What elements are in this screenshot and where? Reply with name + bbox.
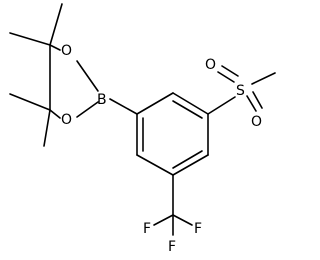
ring-bond-4-inner (172, 150, 203, 169)
atom-fluorine-bottom: F (168, 239, 176, 255)
ring-bond-5 (136, 154, 174, 176)
ring-bond-4 (172, 154, 209, 176)
atom-sulfonyl-oxygen-top: O (205, 57, 216, 73)
molecule-structure: O O B S O O F F F (9, 3, 276, 255)
oxygen-bottom-carbon-bond (49, 109, 61, 119)
boron-oxygen-top-bond (76, 60, 99, 92)
atom-sulfur: S (236, 83, 245, 99)
atom-oxygen-top: O (61, 43, 72, 59)
atom-boron: B (97, 92, 107, 108)
atom-labels: O O B S O O F F F (61, 43, 262, 255)
methyl-bond-4 (43, 109, 51, 147)
atom-sulfonyl-oxygen-bottom: O (251, 114, 262, 130)
ring-bond-2-inner (172, 100, 203, 119)
cf3-fluorine-left-bond (153, 214, 174, 226)
sulfur-oxygen-top-bond (217, 71, 235, 83)
sulfur-oxygen-bottom-bond (246, 95, 257, 112)
ring-to-boron-bond (109, 98, 138, 115)
methyl-bond-3 (9, 93, 51, 111)
atom-oxygen-bottom: O (61, 112, 72, 128)
sulfur-oxygen-top-bond-2 (221, 65, 239, 77)
cf3-fluorine-right-bond (172, 214, 193, 226)
atom-fluorine-right: F (194, 221, 202, 237)
sulfur-methyl-bond (251, 72, 276, 85)
oxygen-top-carbon-bond (49, 44, 61, 51)
ring-bond-2 (172, 92, 209, 115)
ring-bond-1 (136, 92, 174, 115)
methyl-bond-2 (9, 32, 51, 46)
bonds (9, 3, 276, 236)
ring-to-sulfur-bond (207, 96, 236, 115)
sulfur-oxygen-bottom-bond-2 (252, 91, 263, 109)
boron-oxygen-bottom-bond (76, 101, 99, 118)
atom-fluorine-left: F (143, 221, 151, 237)
methyl-bond-1 (49, 3, 63, 46)
